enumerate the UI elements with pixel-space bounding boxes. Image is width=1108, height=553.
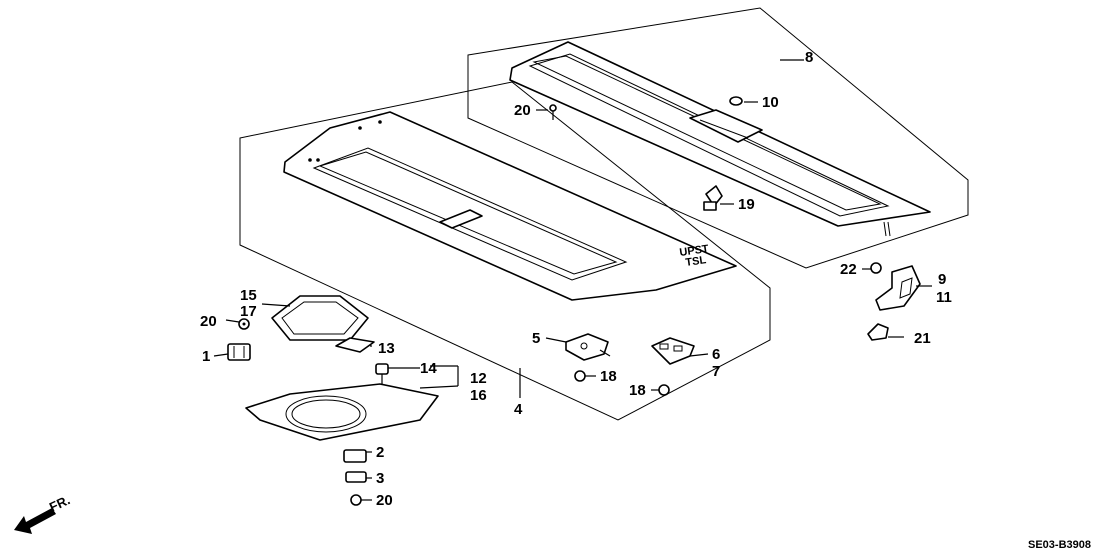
callout-21: 21 (914, 330, 931, 347)
cap-21 (867, 323, 889, 341)
holder-5 (565, 333, 611, 361)
callout-3: 3 (376, 470, 384, 487)
front-arrow-icon (14, 508, 56, 534)
screw-22 (870, 262, 882, 274)
callout-12: 12 (470, 370, 487, 387)
callout-16: 16 (470, 387, 487, 404)
grommet-17-20 (238, 318, 250, 330)
stopper-14 (375, 363, 389, 384)
callout-14: 14 (420, 360, 437, 377)
group-outline-8 (467, 7, 969, 269)
bolt-18-b (658, 384, 670, 396)
speaker-cover (271, 295, 369, 341)
callout-4: 4 (514, 401, 523, 418)
rear-tray-lower: UPST TSL (283, 111, 737, 301)
screw-20-bottom (350, 494, 362, 506)
speaker-bracket (245, 383, 439, 441)
callout-20-bottom: 20 (376, 492, 393, 509)
callout-labels: 8 10 20 19 22 9 11 21 15 17 20 1 13 14 1… (200, 49, 952, 509)
clip-1 (227, 343, 251, 361)
nut-3 (345, 471, 367, 483)
callout-13: 13 (378, 340, 395, 357)
screw-20-upper (549, 104, 557, 120)
callout-17: 17 (240, 303, 257, 320)
callout-11: 11 (936, 289, 952, 306)
nut-10 (729, 96, 743, 106)
svg-text:TSL: TSL (685, 254, 708, 269)
callout-19: 19 (738, 196, 755, 213)
callout-20-upper: 20 (514, 102, 531, 119)
bracket-2 (343, 449, 367, 463)
svg-text:UPST: UPST (679, 243, 710, 259)
callout-9: 9 (938, 271, 946, 288)
group-outline-4 (239, 81, 771, 421)
diagram-code: SE03-B3908 (1028, 539, 1091, 551)
clip-19 (703, 185, 723, 211)
hook-9-11 (875, 265, 921, 311)
front-label: FR. (47, 492, 72, 514)
callout-2: 2 (376, 444, 384, 461)
rear-tray-upper (509, 41, 931, 237)
leader-lines (213, 59, 932, 501)
callout-15: 15 (240, 287, 257, 304)
callout-20-left: 20 (200, 313, 217, 330)
callout-10: 10 (762, 94, 779, 111)
holder-6-7 (651, 337, 695, 365)
callout-18-a: 18 (600, 368, 617, 385)
callout-1: 1 (202, 348, 210, 365)
callout-6: 6 (712, 346, 720, 363)
callout-18-b: 18 (629, 382, 646, 399)
callout-22: 22 (840, 261, 857, 278)
callout-5: 5 (532, 330, 540, 347)
front-direction-indicator: FR. (14, 492, 72, 534)
hinge-13 (335, 337, 375, 353)
callout-8: 8 (805, 49, 813, 66)
bolt-18-a (574, 370, 586, 382)
callout-7: 7 (712, 363, 720, 380)
